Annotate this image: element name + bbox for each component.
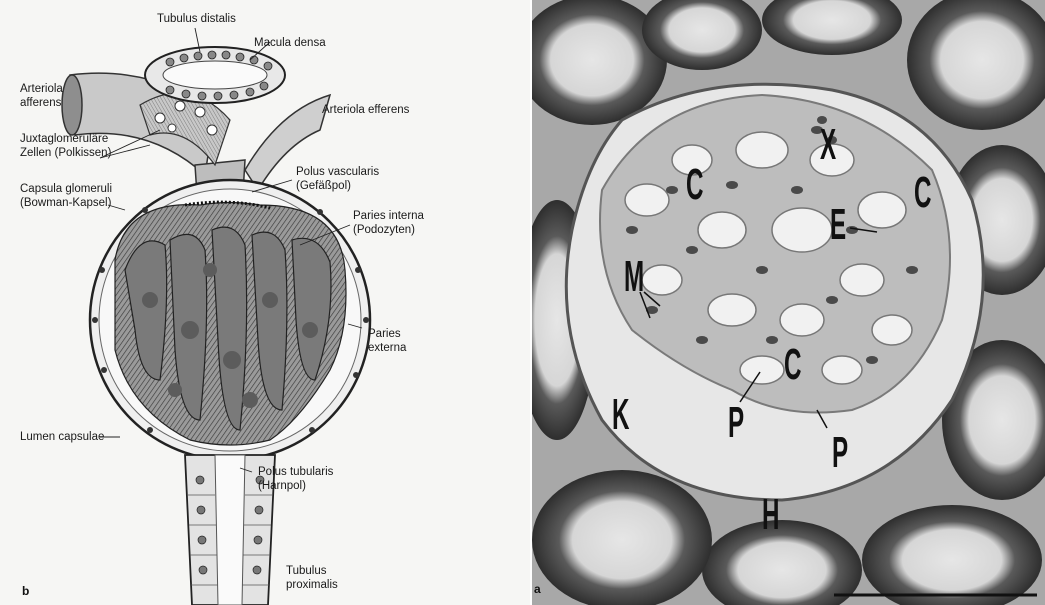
label-polus-vascularis: Polus vascularis (Gefäßpol) <box>296 165 379 193</box>
label-k: K <box>612 390 628 440</box>
micrograph-image <box>532 0 1045 605</box>
label-paries-interna: Paries interna (Podozyten) <box>353 209 424 237</box>
label-arteriola-afferens: Arteriola afferens <box>20 82 63 110</box>
tubulus-distalis-shape <box>145 47 285 103</box>
label-capsula-glomeruli: Capsula glomeruli (Bowman-Kapsel) <box>20 182 112 210</box>
label-juxtaglomerulare-zellen: Juxtaglomeruläre Zellen (Polkissen) <box>20 132 111 160</box>
label-c-left: C <box>686 160 702 210</box>
panel-letter-b: b <box>22 584 29 598</box>
label-x: X <box>820 120 835 170</box>
label-macula-densa: Macula densa <box>254 36 326 50</box>
label-h: H <box>762 490 778 540</box>
label-polus-tubularis: Polus tubularis (Harnpol) <box>258 465 333 493</box>
label-tubulus-proximalis: Tubulus proximalis <box>286 564 338 592</box>
label-c-right: C <box>914 168 930 218</box>
label-tubulus-distalis: Tubulus distalis <box>157 12 236 26</box>
panel-letter-a: a <box>534 582 541 596</box>
schematic-panel: Tubulus distalis Macula densa Arteriola … <box>0 0 530 605</box>
label-lumen-capsulae: Lumen capsulae <box>20 430 104 444</box>
glomerulus-drawing <box>0 0 530 605</box>
label-p-right: P <box>832 428 847 478</box>
label-e: E <box>830 200 845 250</box>
label-m: M <box>624 252 643 302</box>
micrograph-panel: X C C E M C K P P H a <box>532 0 1045 605</box>
label-paries-externa: Paries externa <box>368 327 406 355</box>
label-arteriola-efferens: Arteriola efferens <box>322 103 409 117</box>
label-p-left: P <box>728 398 743 448</box>
label-c-bottom: C <box>784 340 800 390</box>
